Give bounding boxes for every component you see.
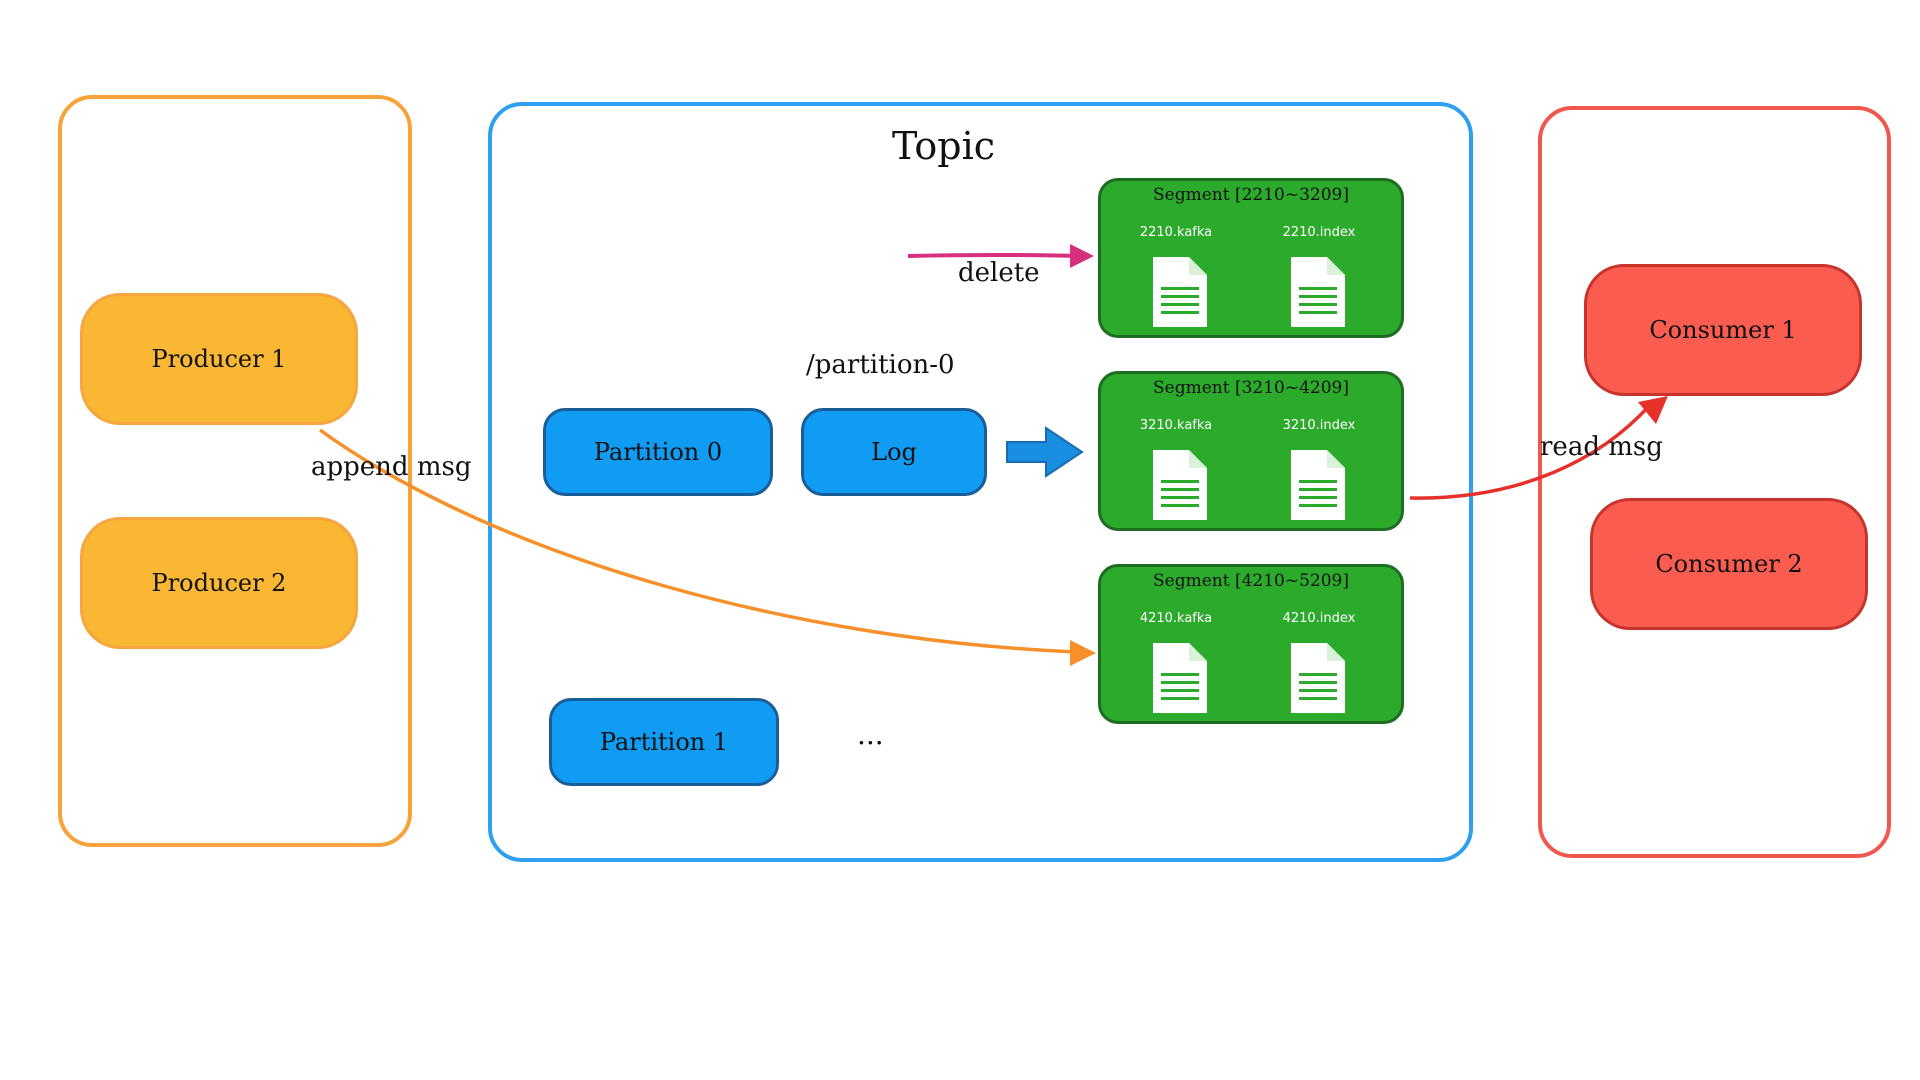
segment-title: Segment [2210~3209] xyxy=(1153,185,1349,205)
partition-0-node[interactable]: Partition 0 xyxy=(543,408,773,496)
file-label: 4210.index xyxy=(1282,611,1356,626)
append-msg-label: append msg xyxy=(311,452,472,482)
consumers-group xyxy=(1538,106,1891,858)
consumer-2-node[interactable]: Consumer 2 xyxy=(1590,498,1868,630)
partition-1-node[interactable]: Partition 1 xyxy=(549,698,779,786)
document-icon xyxy=(1153,450,1207,520)
more-partitions-ellipsis: ... xyxy=(857,718,884,751)
producer-1-node[interactable]: Producer 1 xyxy=(80,293,358,425)
segment-title: Segment [3210~4209] xyxy=(1153,378,1349,398)
file-label: 4210.kafka xyxy=(1139,611,1213,626)
segment-1[interactable]: Segment [3210~4209] 3210.kafka 3210.inde… xyxy=(1098,371,1404,531)
file-label: 3210.kafka xyxy=(1139,418,1213,433)
document-icon xyxy=(1153,643,1207,713)
document-icon xyxy=(1153,257,1207,327)
log-node[interactable]: Log xyxy=(801,408,987,496)
document-icon xyxy=(1291,643,1345,713)
file-label: 2210.kafka xyxy=(1139,225,1213,240)
segment-title: Segment [4210~5209] xyxy=(1153,571,1349,591)
producer-2-node[interactable]: Producer 2 xyxy=(80,517,358,649)
file-label: 2210.index xyxy=(1282,225,1356,240)
topic-title: Topic xyxy=(892,124,996,168)
file-label: 3210.index xyxy=(1282,418,1356,433)
read-msg-label: read msg xyxy=(1540,432,1663,462)
document-icon xyxy=(1291,257,1345,327)
delete-label: delete xyxy=(958,258,1040,288)
segment-2[interactable]: Segment [4210~5209] 4210.kafka 4210.inde… xyxy=(1098,564,1404,724)
segment-0[interactable]: Segment [2210~3209] 2210.kafka 2210.inde… xyxy=(1098,178,1404,338)
consumer-1-node[interactable]: Consumer 1 xyxy=(1584,264,1862,396)
log-path-label: /partition-0 xyxy=(806,350,955,380)
document-icon xyxy=(1291,450,1345,520)
